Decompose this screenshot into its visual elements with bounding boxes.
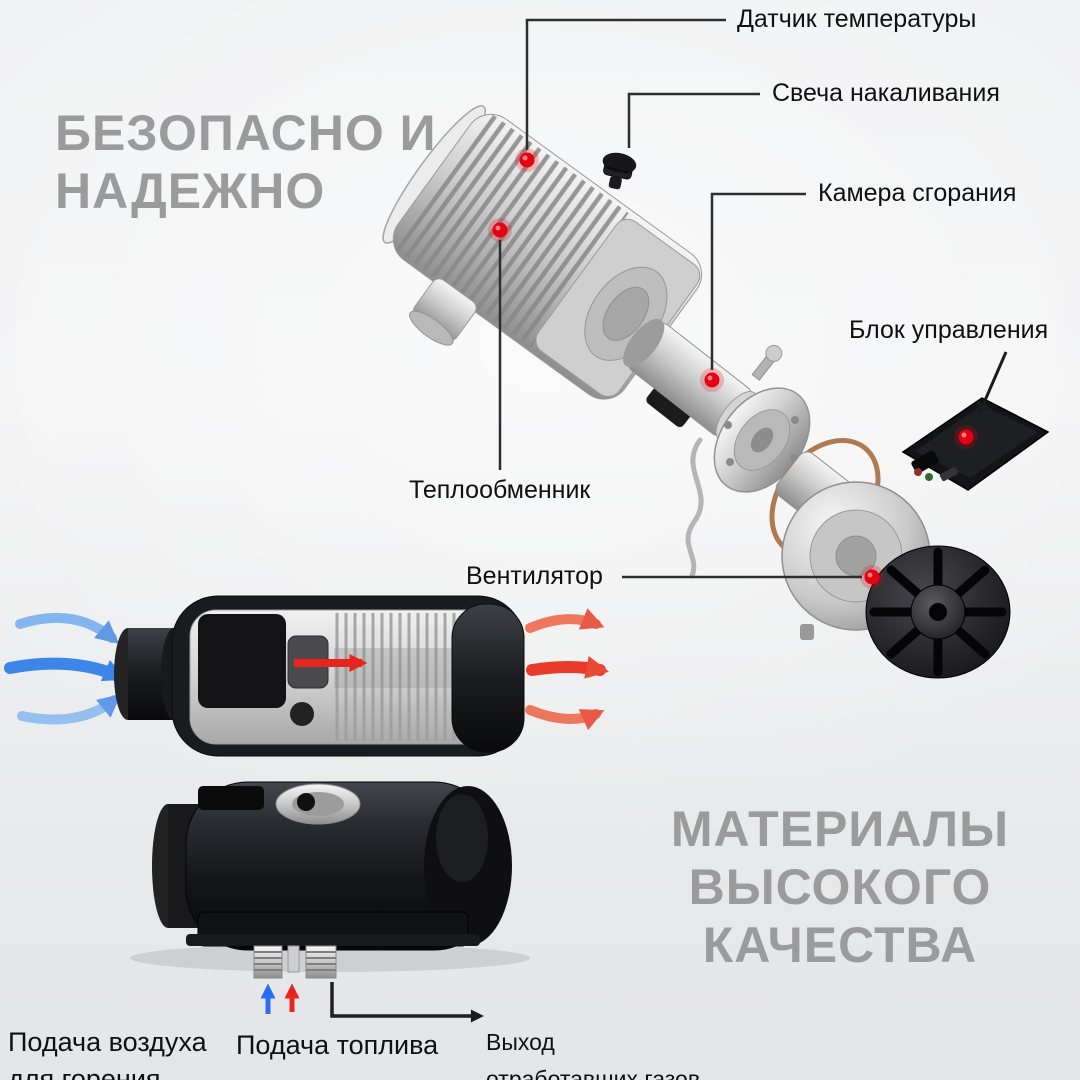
- wire-tube-art: [685, 437, 704, 579]
- air-intake-pipe: [253, 945, 283, 979]
- flow-label-air-supply: Подача воздуха для горения: [8, 1024, 207, 1080]
- heading-line: КАЧЕСТВА: [702, 917, 978, 973]
- marker-dot-temperature-sensor: [515, 148, 539, 172]
- cutaway-heater: [4, 595, 610, 757]
- leader-line-glow-plug: [627, 92, 760, 148]
- flow-label-line: Подача воздуха: [8, 1027, 207, 1057]
- assembled-heater: [130, 781, 530, 979]
- cold-air-arrows: [4, 612, 127, 725]
- glow-plug-art: [602, 152, 637, 190]
- exhaust-outlet-arrow: [330, 982, 484, 1023]
- callout-label-fan: Вентилятор: [466, 562, 603, 590]
- fan-impeller-art: [865, 545, 1011, 679]
- heading-line: БЕЗОПАСНО И: [55, 105, 437, 161]
- flow-label-fuel-supply: Подача топлива: [236, 1030, 439, 1060]
- flow-label-exhaust-outlet: Выход отработавших газов: [486, 1024, 700, 1080]
- leader-line-temperature-sensor: [525, 18, 726, 150]
- flow-label-line: отработавших газов: [486, 1066, 701, 1080]
- callout-label-temperature-sensor: Датчик температуры: [737, 5, 977, 33]
- control-unit-art: [901, 397, 1050, 491]
- leader-arrow-control-unit: [977, 351, 1008, 416]
- fuel-inlet-pipe: [287, 945, 300, 973]
- callout-label-control-unit: Блок управления: [849, 316, 1049, 344]
- exploded-view: [382, 105, 1050, 679]
- leader-lines: [498, 18, 862, 579]
- heading-line: МАТЕРИАЛЫ: [670, 801, 1010, 857]
- heading-line: ВЫСОКОГО: [688, 859, 992, 915]
- flow-label-line: Выход: [486, 1029, 555, 1055]
- callout-label-glow-plug: Свеча накаливания: [772, 79, 1000, 107]
- flow-label-line: для горения: [8, 1064, 161, 1080]
- marker-dot-control-unit: [954, 425, 978, 449]
- heading-line: НАДЕЖНО: [55, 163, 326, 219]
- heading-quality-materials: МАТЕРИАЛЫ ВЫСОКОГО КАЧЕСТВА: [640, 800, 1040, 974]
- heading-safe-reliable: БЕЗОПАСНО И НАДЕЖНО: [55, 104, 437, 220]
- leader-line-combustion-chamber: [710, 192, 806, 370]
- marker-dot-heat-exchanger: [488, 218, 512, 242]
- callout-label-heat-exchanger: Теплообменник: [409, 476, 591, 504]
- exhaust-pipe: [305, 945, 337, 979]
- hot-air-arrows: [525, 608, 610, 731]
- marker-dot-combustion-chamber: [700, 368, 724, 392]
- bolt-art: [751, 344, 783, 381]
- flange-art: [713, 387, 811, 493]
- callout-label-combustion-chamber: Камера сгорания: [818, 179, 1017, 207]
- marker-dot-fan: [860, 565, 884, 589]
